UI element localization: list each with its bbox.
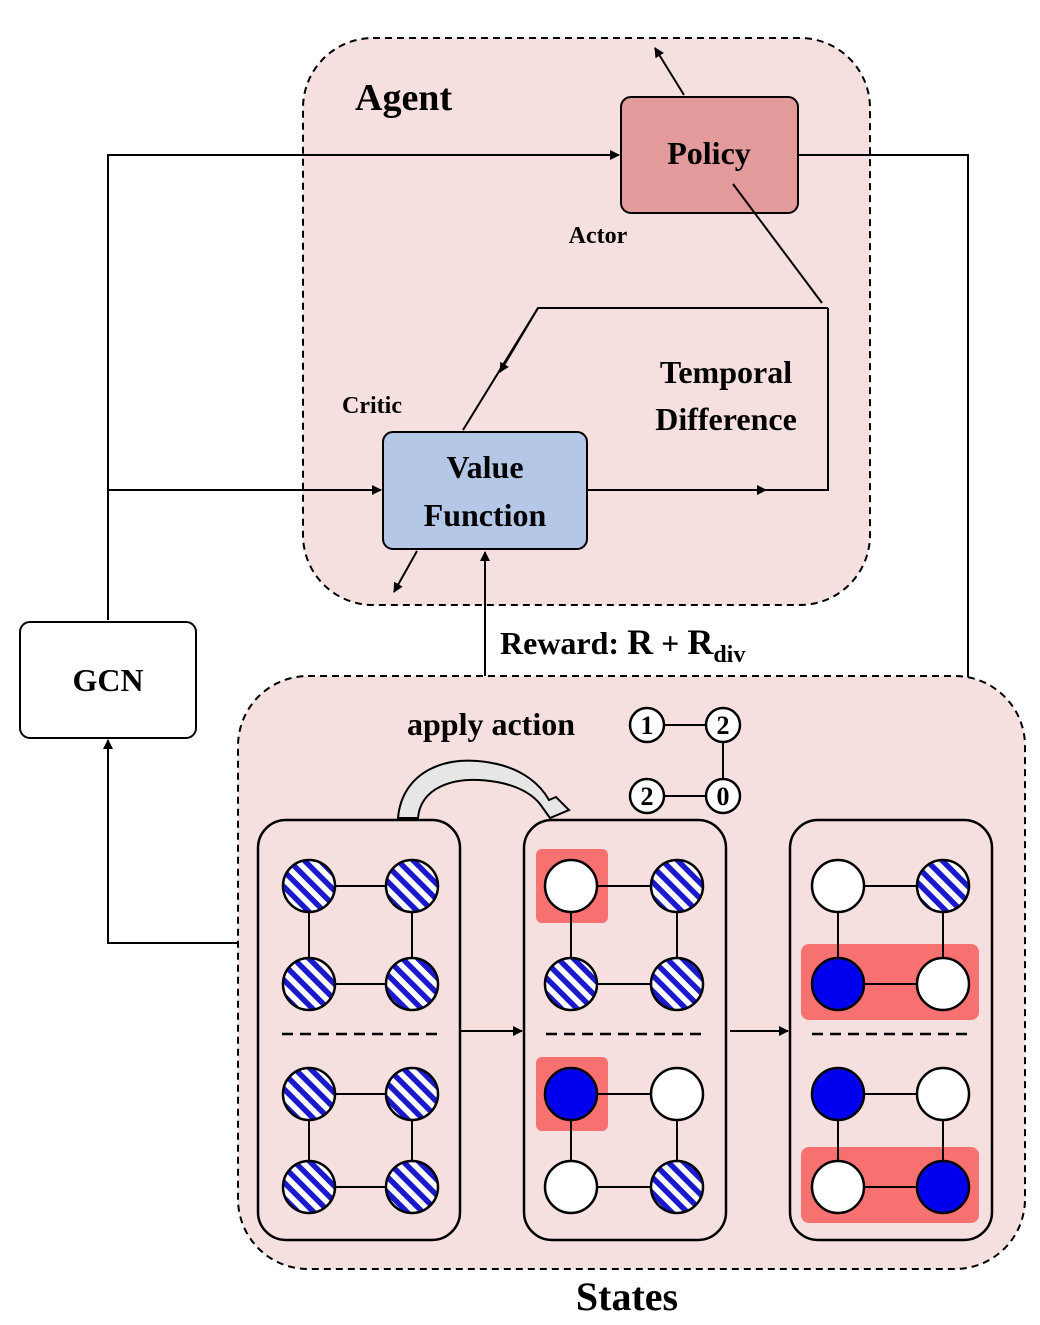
action-node: 2	[704, 706, 742, 744]
state-panel-2	[522, 818, 728, 1242]
actor-label: Actor	[569, 223, 628, 249]
policy-output-arrow	[654, 47, 685, 96]
policy-label: Policy	[667, 135, 751, 171]
reward-r-div: R	[687, 622, 714, 662]
apply-action-label: apply action	[407, 706, 575, 742]
reward-plus: +	[653, 625, 687, 661]
graph-node	[915, 1066, 971, 1122]
action-node-value: 0	[717, 782, 730, 811]
gcn-label: GCN	[72, 662, 143, 698]
states-box	[237, 675, 1026, 1270]
action-node-value: 2	[641, 782, 654, 811]
graph-node	[543, 956, 599, 1012]
graph-node	[810, 1066, 866, 1122]
graph-node	[810, 858, 866, 914]
graph-node	[649, 956, 705, 1012]
action-node: 1	[628, 706, 666, 744]
agent-region: Agent Policy Actor Value Function Critic…	[302, 37, 871, 606]
graph-node	[915, 956, 971, 1012]
policy-to-td-line	[732, 183, 823, 304]
graph-node	[384, 1066, 440, 1122]
graph-node	[649, 1159, 705, 1215]
state-graphs	[281, 858, 971, 1215]
reward-r: R	[627, 622, 654, 662]
graph-node	[915, 858, 971, 914]
graph-node	[543, 1159, 599, 1215]
graph-node	[810, 956, 866, 1012]
td-feedback-arrowhead	[499, 307, 539, 373]
curved-hollow-arrow-icon	[396, 759, 571, 820]
graph-node	[281, 858, 337, 914]
action-node-value: 1	[641, 711, 654, 740]
graph-node	[543, 858, 599, 914]
action-node-value: 2	[717, 711, 730, 740]
reward-label: Reward: R + Rdiv	[500, 622, 745, 668]
action-node: 2	[628, 777, 666, 815]
value-function-label-line1: Value	[446, 449, 523, 485]
graph-node	[915, 1159, 971, 1215]
graph-node	[649, 858, 705, 914]
td-label-line2: Difference	[655, 401, 797, 437]
reward-div-subscript: div	[713, 642, 745, 668]
states-region: States apply action 1 2 2 0	[237, 675, 1026, 1319]
graph-node	[281, 956, 337, 1012]
states-title: States	[576, 1274, 678, 1319]
gcn-to-policy-arrow	[107, 150, 620, 620]
graph-node	[384, 956, 440, 1012]
agent-title: Agent	[355, 77, 452, 119]
value-function-label-line2: Function	[424, 497, 547, 533]
graph-node	[281, 1066, 337, 1122]
action-node: 0	[704, 777, 742, 815]
action-graph: 1 2 2 0	[628, 706, 742, 815]
gcn-box	[19, 621, 197, 739]
reward-prefix: Reward:	[500, 625, 627, 661]
critic-label: Critic	[342, 393, 402, 419]
graph-node	[649, 1066, 705, 1122]
graph-node	[543, 1066, 599, 1122]
state-panel-3	[788, 818, 994, 1242]
graph-node	[810, 1159, 866, 1215]
td-label-line1: Temporal	[660, 354, 792, 390]
graph-node	[384, 858, 440, 914]
graph-node	[281, 1159, 337, 1215]
value-output-arrow	[393, 550, 418, 593]
graph-node	[384, 1159, 440, 1215]
